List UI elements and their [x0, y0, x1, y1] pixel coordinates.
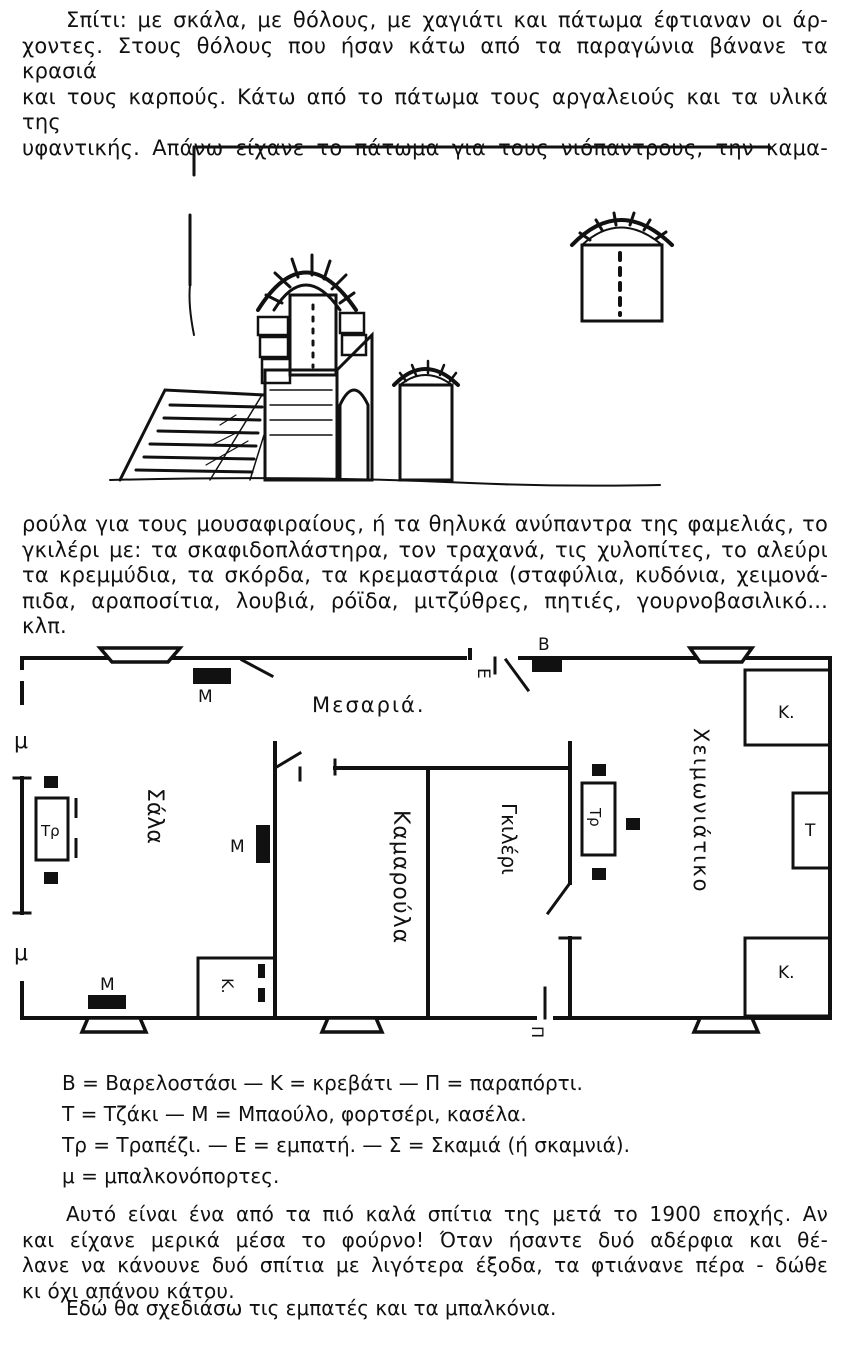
label-fireplace-right: Τ — [804, 821, 816, 841]
label-chest-bottom: Μ — [100, 975, 115, 995]
label-balcony-door-bottom: μ — [14, 941, 28, 966]
floor-plan: Μεσαριά. Σάλα Καμαρούλα Γκιλέρι Χειμωνιά… — [12, 635, 832, 1038]
label-bed-right-top: Κ. — [778, 703, 795, 723]
label-kamaroula: Καμαρούλα — [388, 810, 413, 944]
label-table-right: Τρ — [586, 807, 604, 827]
legend-line: Β = Βαρελοστάσι — Κ = κρεβάτι — Π = παρα… — [62, 1071, 583, 1095]
closing-line: Αυτό είναι ένα από τα πιό καλά σπίτια τη… — [66, 1202, 828, 1226]
intro-line: χοντες. Στους θόλους που ήσαν κάτω από τ… — [22, 33, 828, 84]
label-mesaria: Μεσαριά. — [312, 693, 426, 717]
label-bed-left: Κ. — [218, 978, 237, 994]
label-xeimoniatiko: Χειμωνιάτικο — [689, 728, 713, 893]
label-entry: Ε — [473, 668, 493, 679]
plan-legend: Β = Βαρελοστάσι — Κ = κρεβάτι — Π = παρα… — [62, 1068, 822, 1192]
legend-line: Τ = Τζάκι — Μ = Μπαούλο, φορτσέρι, κασέλ… — [62, 1102, 527, 1126]
closing-line: και είχανε μερικά μέσα το φούρνο! Όταν ή… — [22, 1227, 828, 1252]
label-side-door: Π — [528, 1026, 547, 1038]
legend-line: μ = μπαλκονόπορτες. — [62, 1164, 280, 1188]
label-gkileri: Γκιλέρι — [497, 803, 521, 875]
label-table-left: Τρ — [40, 822, 60, 840]
continuation-line: ρούλα για τους μουσαφιραίους, ή τα θηλυκ… — [22, 512, 828, 536]
house-sketch — [109, 145, 772, 487]
closing-line: λανε να κάνουνε δυό σπίτια με λιγότερα έ… — [22, 1253, 828, 1277]
intro-line: Σπίτι: με σκάλα, με θόλους, με χαγιάτι κ… — [66, 8, 828, 32]
final-sentence: Εδώ θα σχεδιάσω τις εμπατές και τα μπαλκ… — [66, 1296, 557, 1320]
continuation-line: πιδα, αραποσίτια, λουβιά, ρόϊδα, μιτζύθρ… — [22, 588, 828, 639]
continuation-line: τα κρεμμύδια, τα σκόρδα, τα κρεμαστάρια … — [22, 563, 828, 587]
continuation-line: γκιλέρι με: τα σκαφιδοπλάστηρα, τον τραχ… — [22, 537, 828, 562]
label-sala: Σάλα — [142, 788, 167, 844]
label-bed-right-bottom: Κ. — [778, 963, 795, 983]
continuation-paragraph: ρούλα για τους μουσαφιραίους, ή τα θηλυκ… — [22, 512, 828, 640]
closing-paragraph: Αυτό είναι ένα από τα πιό καλά σπίτια τη… — [22, 1202, 828, 1304]
label-barrel-stand: Β — [538, 635, 550, 655]
closing-line: κι όχι απάνου κάτου. — [22, 1278, 235, 1303]
label-chest-top: Μ — [198, 687, 213, 707]
label-balcony-door-top: μ — [14, 729, 28, 754]
intro-line: και τους καρπούς. Κάτω από το πάτωμα του… — [22, 84, 828, 135]
legend-line: Τρ = Τραπέζι. — Ε = εμπατή. — Σ = Σκαμιά… — [62, 1133, 630, 1157]
label-chest-mid: Μ — [230, 837, 245, 857]
